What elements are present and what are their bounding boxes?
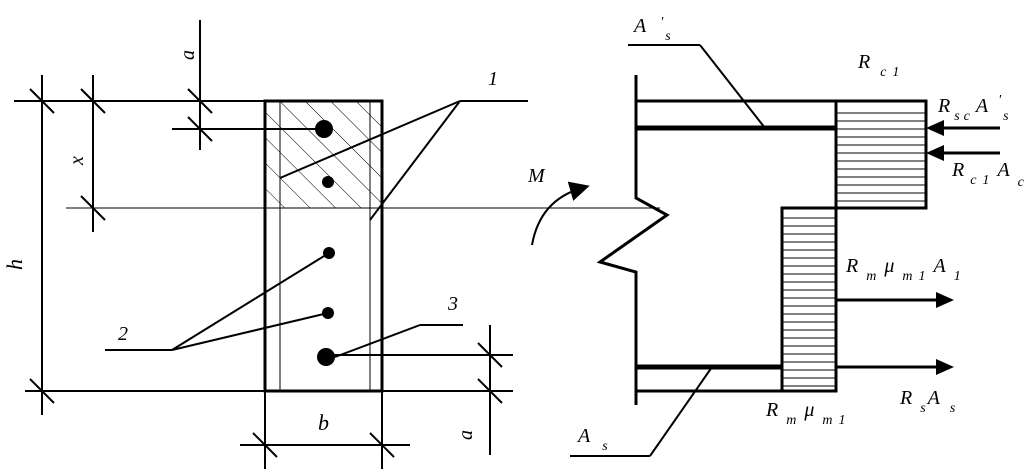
dim-a-top-tick-2 xyxy=(187,116,213,142)
dim-a-bottom-tick-2 xyxy=(477,378,503,404)
force-arrow-Rm-head xyxy=(936,292,954,308)
cross-section: a x h a b 1 2 3 xyxy=(2,20,660,469)
force-arrow-Rs-head xyxy=(936,359,954,375)
callout-3-leader-a xyxy=(334,324,421,358)
label-a-bottom: a xyxy=(455,430,477,440)
compression-zone-hatch xyxy=(265,101,382,208)
top-bar-large xyxy=(315,120,333,138)
dim-b-tick-left xyxy=(252,432,278,458)
label-a-top: a xyxy=(177,50,199,60)
dim-h-tick-bottom xyxy=(29,378,55,404)
label-b: b xyxy=(318,410,329,435)
label-moment: M xyxy=(527,165,546,187)
leader-As-d xyxy=(649,366,713,457)
label-h: h xyxy=(2,259,27,270)
dim-a-bottom-tick-1 xyxy=(477,342,503,368)
callout-1-leader-a xyxy=(279,100,461,179)
dim-h-tick-top xyxy=(29,88,55,114)
section-outline xyxy=(263,99,384,393)
tension-block-hatch xyxy=(782,217,836,387)
leader-As-prime-d xyxy=(699,44,766,129)
dim-x-tick-bottom xyxy=(80,195,106,221)
callout-2-leader-a xyxy=(171,252,330,351)
compression-block-hatch xyxy=(836,112,926,202)
callout-1-leader-b xyxy=(369,100,461,221)
dim-a-top-tick-1 xyxy=(187,88,213,114)
force-arrow-Rsc-head xyxy=(926,120,944,136)
tension-stress-block xyxy=(780,206,838,393)
moment: M xyxy=(527,165,590,246)
label-As-prime: A's xyxy=(632,15,671,44)
compression-stress-block xyxy=(834,99,928,210)
dim-b-tick-right xyxy=(369,432,395,458)
label-callout-2: 2 xyxy=(118,323,128,345)
beam-fragment-left-edge xyxy=(596,75,670,405)
dim-x-tick-top xyxy=(80,88,106,114)
label-callout-1: 1 xyxy=(488,68,498,90)
callout-2-leader-b xyxy=(171,312,329,351)
force-arrow-Rc1-head xyxy=(926,145,944,161)
label-callout-3: 3 xyxy=(447,293,458,315)
moment-arrow xyxy=(531,181,590,246)
bottom-bar-large xyxy=(317,348,335,366)
bar-small-1 xyxy=(322,176,334,188)
label-x: x xyxy=(66,156,88,166)
